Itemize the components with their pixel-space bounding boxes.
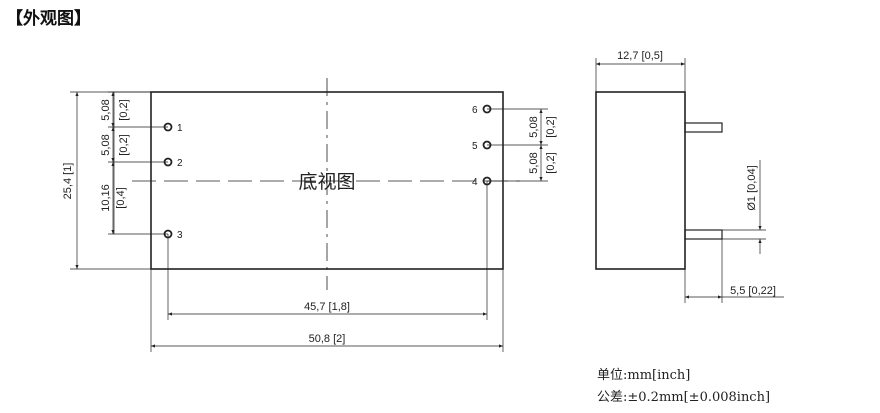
dim-left-pitch-mid-b: [0,2] (118, 134, 130, 155)
pin-3-label: 3 (177, 230, 183, 241)
pin-1-marker (163, 122, 173, 132)
dim-right-pitch-top-b: [0,2] (545, 116, 557, 137)
bottom-view-label: 底视图 (298, 171, 355, 193)
pin-4-label: 4 (472, 177, 478, 188)
dim-length: 50,8 [2] (309, 333, 346, 345)
dim-left-pitch-top-a: 5,08 (100, 99, 112, 120)
side-pin-bottom (684, 229, 723, 240)
unit-note: 单位:mm[inch] (597, 368, 691, 383)
dim-pin-diameter: Ø1 [0,04] (746, 165, 758, 210)
module-body-side (595, 91, 686, 270)
pin-5-marker (482, 140, 492, 150)
pin-6-marker (482, 104, 492, 114)
pin-3-marker (163, 229, 173, 239)
dim-right-pitch-mid-a: 5,08 (528, 152, 540, 173)
dim-pin-length: 5,5 [0,22] (730, 285, 776, 297)
bottom-view (70, 78, 548, 352)
dim-right-pitch-top-a: 5,08 (528, 116, 540, 137)
section-title: 【外观图】 (6, 9, 91, 29)
tolerance-note: 公差:±0.2mm[±0.008inch] (597, 390, 771, 405)
pin-2-marker (163, 157, 173, 167)
pin-1-label: 1 (177, 123, 183, 134)
pin-5-label: 5 (472, 141, 478, 152)
dim-height: 25,4 [1] (62, 163, 74, 200)
side-view (595, 58, 784, 303)
dim-right-pitch-mid-b: [0,2] (545, 152, 557, 173)
dim-left-pitch-low-b: [0,4] (115, 187, 127, 208)
side-pin-top (684, 122, 723, 133)
dim-pin-span: 45,7 [1,8] (304, 301, 350, 313)
dim-left-pitch-low-a: 10,16 (100, 184, 112, 212)
pin-2-label: 2 (177, 158, 183, 169)
pin-6-label: 6 (472, 105, 478, 116)
dim-left-pitch-top-b: [0,2] (118, 99, 130, 120)
dim-left-pitch-mid-a: 5,08 (100, 134, 112, 155)
pin-4-marker (482, 176, 492, 186)
dim-thickness: 12,7 [0,5] (617, 50, 663, 62)
